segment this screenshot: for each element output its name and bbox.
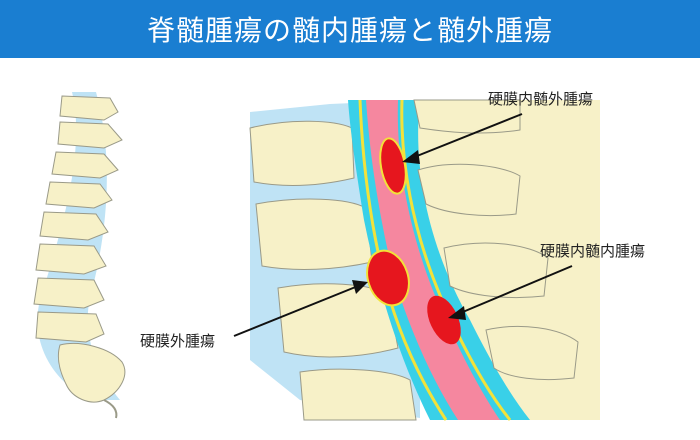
label-extradural: 硬膜外腫瘍: [140, 332, 216, 350]
label-intramedullary: 硬膜内髄内腫瘍: [540, 242, 646, 260]
arrowhead-intramedullary: [448, 306, 466, 320]
spine-bone-3: [51, 151, 119, 179]
spine-detail: [233, 99, 600, 421]
dura-line-posterior: [400, 99, 512, 421]
spine-bone-1: [59, 95, 119, 121]
page-title: 脊髄腫瘍の髄内腫瘍と髄外腫瘍: [146, 14, 553, 47]
pointer-arrows: [233, 113, 573, 337]
tumor-intradural-extramedullary: [379, 137, 407, 195]
spine-bone-8: [35, 311, 105, 343]
vertebra-body-1: [249, 120, 355, 186]
title-banner: 脊髄腫瘍の髄内腫瘍と髄外腫瘍: [0, 0, 700, 58]
spine-bone-5: [39, 211, 109, 241]
sacrum: [57, 343, 126, 403]
tumor-extradural: [366, 249, 410, 307]
spinous-process-3: [485, 325, 579, 380]
spinous-process-1: [417, 163, 521, 216]
spine-bone-4: [45, 181, 113, 209]
spine-overview: [33, 92, 126, 419]
spinous-process-2: [443, 242, 549, 298]
spine-bone-7: [33, 277, 105, 309]
arrow-intradural-extramedullary: [411, 113, 523, 159]
vertebra-body-2: [255, 198, 373, 270]
arrow-extradural: [233, 285, 359, 337]
label-intradural-extramedullary: 硬膜内髄外腫瘍: [488, 90, 594, 108]
arrow-intramedullary: [457, 265, 573, 315]
vertebra-body-4: [299, 368, 417, 421]
arrowhead-intradural-extramedullary: [402, 150, 420, 164]
arrowhead-extradural: [352, 280, 368, 294]
spine-illustration: [33, 92, 600, 421]
tumor-intramedullary: [427, 295, 461, 345]
spine-bone-6: [35, 243, 107, 275]
vertebra-body-3: [277, 283, 399, 358]
coccyx: [103, 399, 118, 419]
spine-bone-2: [57, 121, 123, 149]
